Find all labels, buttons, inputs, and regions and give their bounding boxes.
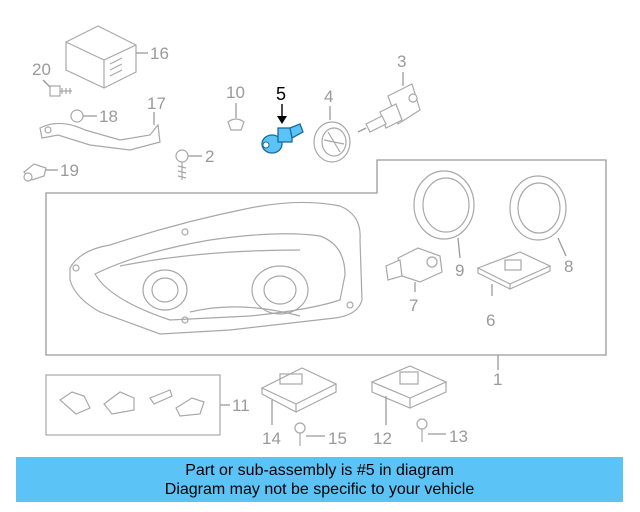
headlamp-housing[interactable] bbox=[69, 201, 363, 335]
ballast-12[interactable] bbox=[370, 365, 448, 425]
clip-10[interactable] bbox=[227, 103, 245, 131]
bulb-5[interactable] bbox=[261, 104, 304, 154]
bulb-socket-7[interactable] bbox=[385, 247, 443, 292]
callout-16: 16 bbox=[150, 44, 169, 63]
control-unit-6[interactable] bbox=[476, 251, 552, 296]
callout-1: 1 bbox=[493, 370, 502, 389]
ballast-14[interactable] bbox=[260, 367, 338, 425]
callout-9: 9 bbox=[455, 261, 464, 280]
cover-cap-8[interactable] bbox=[509, 175, 567, 257]
screw-2[interactable] bbox=[175, 149, 202, 180]
control-module-16[interactable] bbox=[65, 25, 148, 89]
bolt-20[interactable] bbox=[42, 79, 72, 97]
callout-12: 12 bbox=[373, 429, 392, 448]
bracket-17[interactable] bbox=[39, 112, 161, 151]
callout-14: 14 bbox=[262, 429, 281, 448]
callout-10: 10 bbox=[226, 83, 245, 102]
callout-4: 4 bbox=[324, 87, 333, 106]
callout-17: 17 bbox=[147, 94, 166, 113]
info-banner: Part or sub-assembly is #5 in diagram Di… bbox=[16, 457, 623, 502]
callout-20: 20 bbox=[32, 60, 51, 79]
nut-18[interactable] bbox=[70, 109, 97, 123]
callout-15: 15 bbox=[328, 429, 347, 448]
callout-3: 3 bbox=[397, 52, 406, 71]
callout-8: 8 bbox=[564, 257, 573, 276]
callout-7: 7 bbox=[409, 296, 418, 315]
callout-18: 18 bbox=[99, 107, 118, 126]
screw-15[interactable] bbox=[294, 422, 325, 446]
callout-19: 19 bbox=[60, 161, 79, 180]
hid-bulb-3[interactable] bbox=[357, 72, 421, 133]
bracket-kit-11[interactable] bbox=[45, 374, 230, 436]
screw-13[interactable] bbox=[416, 418, 446, 442]
assembly-frame bbox=[45, 159, 607, 356]
banner-line-2: Diagram may not be specific to your vehi… bbox=[164, 480, 475, 498]
callout-13: 13 bbox=[449, 427, 468, 446]
cover-cap-9[interactable] bbox=[413, 170, 475, 259]
callout-11: 11 bbox=[232, 396, 250, 415]
banner-line-1: Part or sub-assembly is #5 in diagram bbox=[185, 461, 454, 479]
socket-4[interactable] bbox=[313, 106, 351, 163]
callout-2: 2 bbox=[205, 147, 214, 166]
clip-19[interactable] bbox=[23, 163, 58, 182]
callout-5: 5 bbox=[276, 84, 286, 104]
callout-6: 6 bbox=[486, 311, 495, 330]
